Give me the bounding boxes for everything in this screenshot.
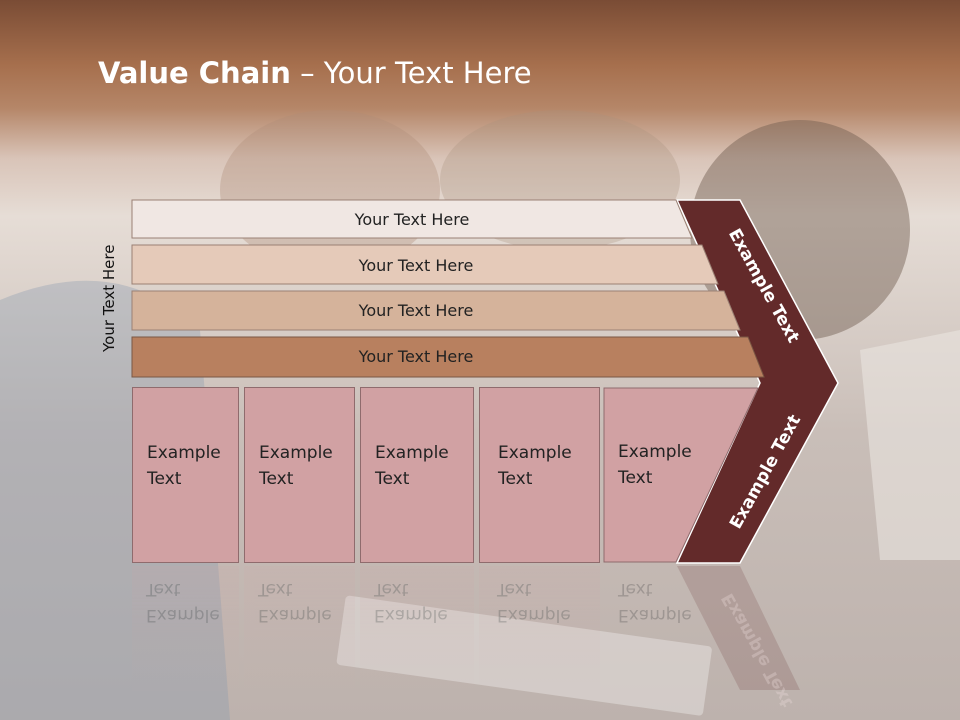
chevron-shape xyxy=(675,199,839,564)
band-2-shape xyxy=(131,244,719,285)
slide-title: Value Chain – Your Text Here xyxy=(98,56,532,90)
band-1-shape xyxy=(131,199,693,239)
band-4-shape xyxy=(131,336,765,378)
box-5-shape xyxy=(603,387,759,563)
band-4-text: Your Text Here xyxy=(358,346,474,366)
chevron-reflection xyxy=(677,566,800,690)
band-3-text: Your Text Here xyxy=(358,300,474,320)
band-1-text: Your Text Here xyxy=(354,209,470,229)
band-3-shape xyxy=(131,290,741,331)
band-2-text: Your Text Here xyxy=(358,255,474,275)
